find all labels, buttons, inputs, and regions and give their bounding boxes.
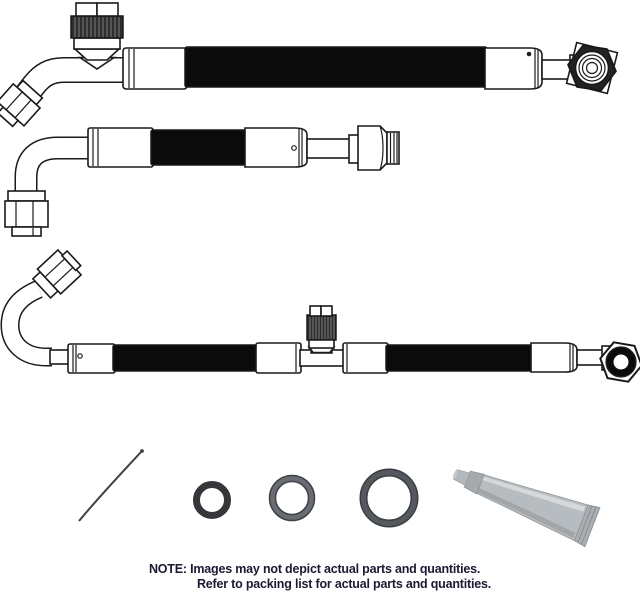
oil-wand: oil-applicator-wand — [78, 449, 144, 522]
weep-hole — [526, 51, 532, 57]
o-ring-small: o-ring-small — [193, 481, 231, 519]
crimp-ferrule — [244, 127, 308, 168]
crimp-ferrule — [67, 343, 116, 374]
rubber-hose — [112, 344, 259, 372]
weep-hole — [77, 353, 83, 359]
crimp-ferrule — [530, 342, 578, 373]
hose-assembly-top: ac-hose-assembly-1: 45-degree female fit… — [0, 2, 619, 128]
rubber-hose — [385, 344, 534, 372]
crimp-ferrule — [342, 342, 389, 374]
o-ring-seat — [606, 347, 636, 377]
tube-body — [476, 474, 589, 542]
hose-assembly-middle: ac-hose-assembly-2: 90-degree female fit… — [4, 125, 400, 237]
female-fitting-45deg — [0, 79, 44, 128]
disclaimer-note: NOTE: Images may not depict actual parts… — [0, 562, 640, 593]
note-line2: Refer to packing list for actual parts a… — [196, 577, 492, 591]
metal-tube — [49, 349, 71, 365]
charge-port-valve — [70, 2, 124, 70]
female-fitting-90deg — [4, 190, 49, 237]
inline-charge-port-valve — [306, 305, 337, 354]
oil-tube: lubricant-tube — [452, 469, 601, 548]
o-ring-seat — [581, 57, 603, 79]
crimp-ferrule — [484, 47, 543, 90]
male-fitting — [348, 125, 400, 171]
weep-hole — [291, 145, 297, 151]
metal-tube — [541, 59, 573, 80]
o-ring-large: o-ring-large — [359, 468, 419, 528]
flange-fitting — [599, 341, 640, 383]
note-line1: Images may not depict actual parts and q… — [190, 562, 481, 576]
flange-fitting — [565, 41, 619, 95]
crimp-ferrule — [122, 47, 188, 90]
female-fitting-180deg — [31, 248, 83, 299]
hose-assembly-bottom: ac-hose-assembly-3: 180-degree female fi… — [0, 248, 640, 383]
o-ring-medium: o-ring-medium — [268, 474, 316, 522]
metal-tube — [306, 138, 351, 159]
rubber-hose — [150, 129, 248, 166]
crimp-ferrule — [255, 342, 302, 374]
rubber-hose — [184, 46, 488, 88]
note-label: NOTE: — [148, 562, 187, 576]
